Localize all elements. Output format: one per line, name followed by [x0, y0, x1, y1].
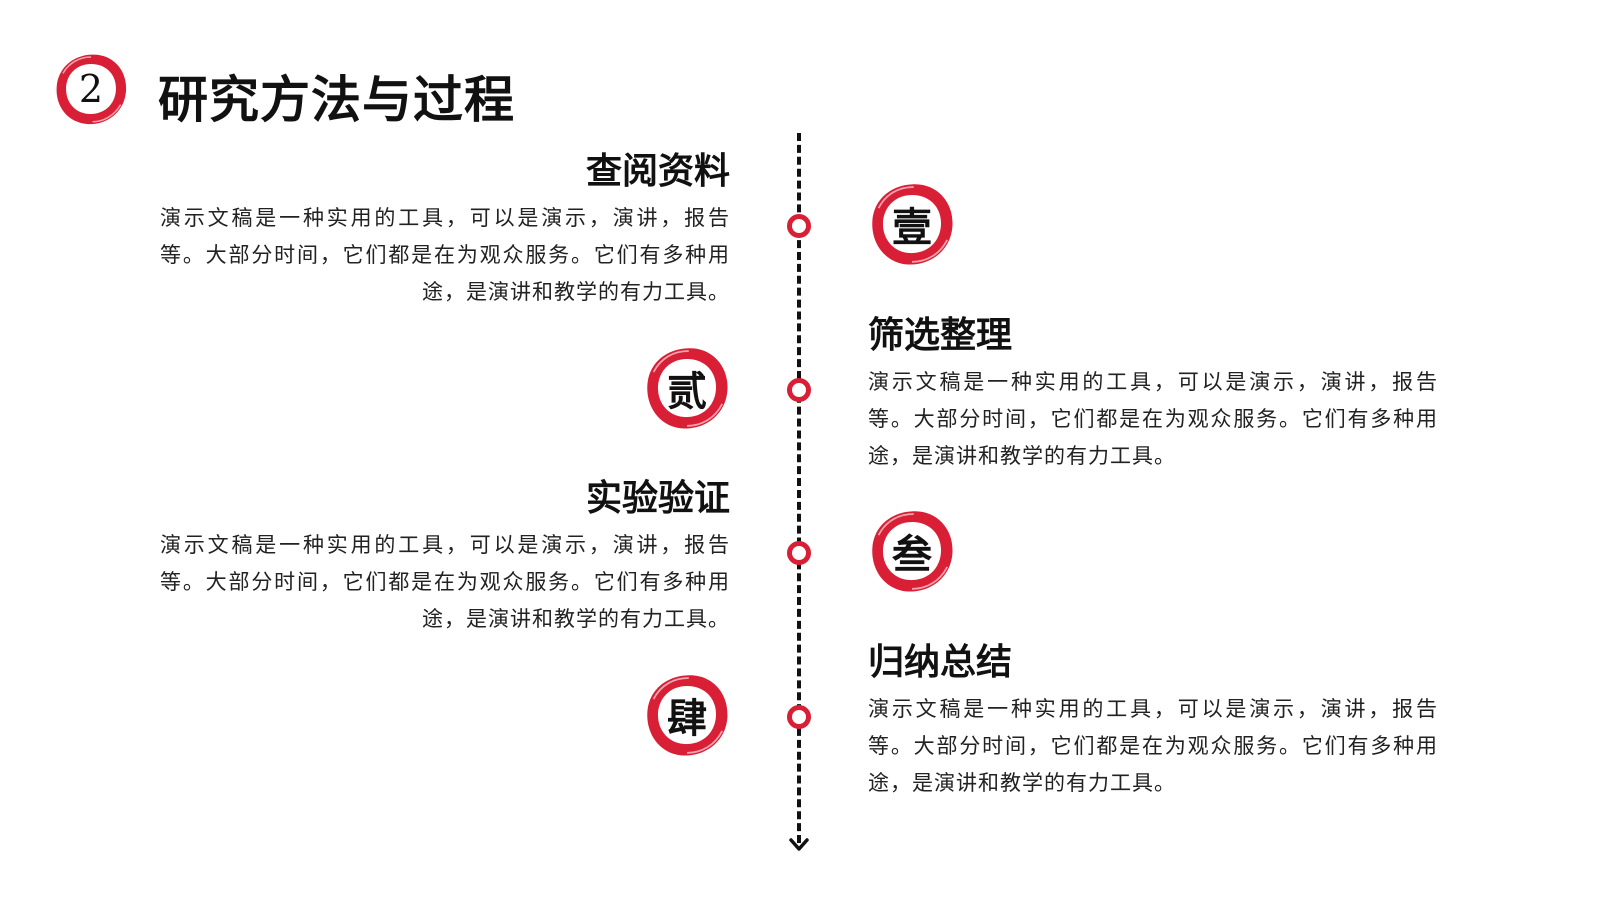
timeline-node-3 — [787, 541, 811, 565]
timeline-node-1 — [787, 214, 811, 238]
step-4-description: 演示文稿是一种实用的工具，可以是演示，演讲，报告等。大部分时间，它们都是在为观众… — [868, 697, 1438, 795]
step-1-badge: 壹 — [868, 180, 956, 268]
step-1-badge-glyph: 壹 — [892, 204, 932, 251]
section-number: 2 — [78, 67, 104, 111]
timeline-node-2 — [787, 378, 811, 402]
step-4-badge: 肆 — [643, 671, 731, 759]
brush-circle-icon — [872, 511, 953, 592]
step-2-badge: 贰 — [643, 344, 731, 432]
step-2-badge-glyph: 贰 — [667, 368, 707, 415]
step-1-description: 演示文稿是一种实用的工具，可以是演示，演讲，报告等。大部分时间，它们都是在为观众… — [160, 206, 730, 304]
step-3-badge-glyph: 叁 — [892, 531, 932, 578]
brush-circle-icon — [647, 675, 728, 756]
step-2-title: 筛选整理 — [868, 315, 1013, 356]
timeline-node-4 — [787, 705, 811, 729]
brush-circle-icon — [647, 348, 728, 429]
brush-circle-icon — [56, 54, 127, 125]
step-1-title: 查阅资料 — [585, 151, 730, 192]
section-number-badge: 2 — [52, 50, 130, 128]
step-4-title: 归纳总结 — [868, 642, 1013, 683]
brush-circle-icon — [872, 184, 953, 265]
arrow-down-icon — [789, 838, 809, 851]
step-3-badge: 叁 — [868, 507, 956, 595]
step-2-description: 演示文稿是一种实用的工具，可以是演示，演讲，报告等。大部分时间，它们都是在为观众… — [868, 370, 1438, 468]
timeline-line — [797, 133, 801, 843]
page-title: 研究方法与过程 — [158, 70, 515, 129]
step-3-title: 实验验证 — [585, 478, 730, 519]
step-3-description: 演示文稿是一种实用的工具，可以是演示，演讲，报告等。大部分时间，它们都是在为观众… — [160, 533, 730, 631]
step-4-badge-glyph: 肆 — [667, 695, 707, 742]
